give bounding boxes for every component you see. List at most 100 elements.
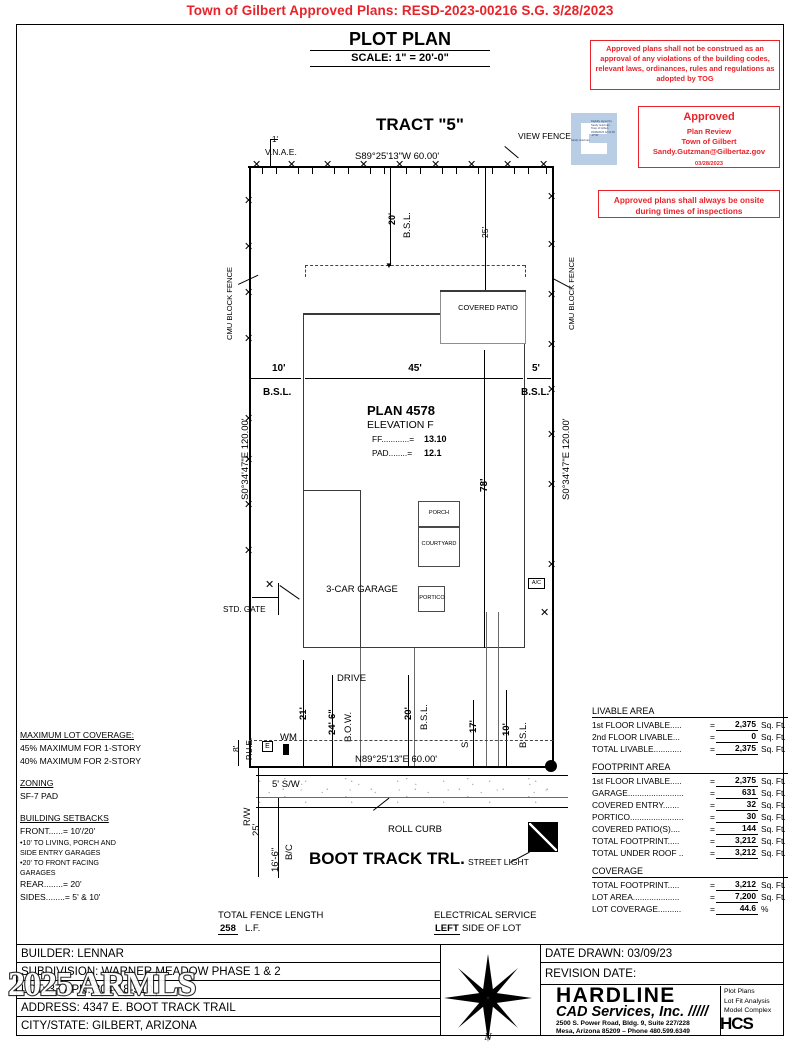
footprint-area-group: FOOTPRINT AREA 1st FLOOR LIVABLE..... = … <box>592 762 788 859</box>
approved-stamp: Approved Plan Review Town of Gilbert San… <box>638 106 780 168</box>
firm-monogram: HCS <box>720 1014 754 1033</box>
east-property-line <box>552 166 554 767</box>
left-setback-dimline <box>251 378 301 379</box>
firm-services: Plot Plans Lot Fit Analysis Model Comple… <box>724 987 771 1016</box>
watermark-text: 2025 ARMLS <box>7 965 198 1004</box>
living-setback-dim: 17' <box>468 720 479 733</box>
area-table: LIVABLE AREA 1st FLOOR LIVABLE..... = 2,… <box>592 706 788 922</box>
row-value: 2,375 <box>716 774 758 787</box>
drive-edge-right <box>414 648 416 768</box>
pue-label: P.U.E. <box>245 737 254 760</box>
row-unit: Sq. Ft. <box>761 892 786 902</box>
garage-setback-dim: 20' <box>403 707 414 720</box>
row-value: 32 <box>716 798 758 811</box>
living-setback-dimline <box>473 700 474 766</box>
electric-box: E <box>262 741 273 752</box>
bc-dim: 16'-6" <box>270 847 281 872</box>
garage-setback-dimline <box>408 675 409 768</box>
approved-line3: Sandy.Gutzman@Gilbertaz.gov <box>652 147 766 157</box>
vnae-leader-tick <box>270 139 278 140</box>
north-arrow-icon: N <box>444 954 532 1043</box>
row-label: LOT COVERAGE.......... <box>592 904 682 914</box>
gate-post <box>278 583 279 615</box>
row-label: LOT AREA.................... <box>592 892 680 902</box>
south-bearing-label: N89°25'13"E 60.00' <box>355 754 438 765</box>
portico-label: PORTICO <box>419 595 445 601</box>
row-value: 2,375 <box>716 742 758 755</box>
row-label: COVERED ENTRY....... <box>592 800 680 810</box>
table-row: 1st FLOOR LIVABLE..... = 2,375 Sq. Ft. <box>592 719 788 731</box>
std-gate-label: STD. GATE <box>223 605 266 614</box>
table-row: TOTAL FOOTPRINT..... = 3,212 Sq. Ft. <box>592 835 788 847</box>
equals-sign: = <box>710 800 715 810</box>
right-setback-label: B.S.L. <box>521 387 550 398</box>
portico-area <box>418 586 445 612</box>
electrical-value: LEFT <box>434 923 460 935</box>
disclaimer-stamp: Approved plans shall not be construed as… <box>590 40 780 90</box>
row-label: TOTAL LIVABLE............ <box>592 744 682 754</box>
firm-name: HARDLINE <box>556 984 676 1007</box>
row-dim: 25' <box>251 823 262 836</box>
garage-label: 3-CAR GARAGE <box>326 584 398 595</box>
table-row: GARAGE........................ = 631 Sq.… <box>592 787 788 799</box>
pad-value: 12.1 <box>424 448 442 458</box>
elevation-label: ELEVATION F <box>367 419 434 431</box>
firm-logo: HARDLINE CAD Services, Inc. ///// 2500 S… <box>556 984 784 1036</box>
roll-curb-label: ROLL CURB <box>388 824 443 835</box>
digital-signature-block: Digitally signed by Sandy Gutzman, Town … <box>571 113 617 165</box>
house-top-left-edge <box>303 313 440 315</box>
row-unit: % <box>761 904 769 914</box>
right-setback-dim: 5' <box>532 363 540 374</box>
row-unit: Sq. Ft. <box>761 720 786 730</box>
setback-front-note-1: •10' TO LIVING, PORCH AND <box>20 838 116 847</box>
north-bearing-label: S89°25'13"W 60.00' <box>355 151 440 162</box>
pad-label: PAD........= <box>372 448 413 458</box>
house-depth-dim: 78' <box>479 478 490 492</box>
address-field: ADDRESS: 4347 E. BOOT TRACK TRAIL <box>21 1002 236 1014</box>
rear-bsl-dim: 20' <box>387 212 397 225</box>
left-setback-label: B.S.L. <box>263 387 292 398</box>
walkway-edge-right <box>498 612 500 768</box>
ten-setback-label: B.S.L. <box>518 722 529 748</box>
drive-edge-left <box>360 648 362 768</box>
ten-setback-dim: 10' <box>501 723 512 736</box>
date-drawn-field: DATE DRAWN: 03/09/23 <box>545 948 673 960</box>
row-dim-line <box>258 767 259 877</box>
house-width-dim: 45' <box>408 363 422 374</box>
right-setback-dimline <box>527 378 551 379</box>
cmu-fence-left-label: CMU BLOCK FENCE <box>225 267 234 340</box>
rear-setback-line <box>305 265 525 266</box>
lot-apn-field: LOT: 37 APN: 304-18-510 <box>21 984 153 996</box>
north-letter: N <box>483 1031 492 1043</box>
west-property-line <box>249 166 251 767</box>
table-row: LOT AREA.................... = 7,200 Sq.… <box>592 891 788 903</box>
zoning-heading: ZONING <box>20 778 54 788</box>
row-label: TOTAL FOOTPRINT..... <box>592 880 680 890</box>
row-unit: Sq. Ft. <box>761 836 786 846</box>
bow-dim: 24'-6" <box>327 709 338 735</box>
row-value: 44.6 <box>716 902 758 915</box>
drive-dim-line <box>303 660 304 768</box>
builder-field: BUILDER: LENNAR <box>21 948 124 960</box>
drive-label: DRIVE <box>337 673 367 684</box>
setback-front-note-2b: GARAGES <box>20 868 56 877</box>
setback-front-note-2: •20' TO FRONT FACING <box>20 858 99 867</box>
coverage-heading: COVERAGE <box>592 866 788 878</box>
property-corner-marker <box>545 760 557 772</box>
row-unit: Sq. Ft. <box>761 732 786 742</box>
bow-label: B.O.W. <box>343 711 354 742</box>
scale-label: SCALE: 1" = 20'-0" <box>310 52 490 67</box>
approved-line2: Town of Gilbert <box>681 137 737 147</box>
row-value: 144 <box>716 822 758 835</box>
courtyard-label: COURTYARD <box>421 541 457 547</box>
equals-sign: = <box>710 720 715 730</box>
setback-front-note-1b: SIDE ENTRY GARAGES <box>20 848 101 857</box>
ff-label: FF............= <box>372 434 415 444</box>
roll-curb-line <box>256 807 568 809</box>
row-unit: Sq. Ft. <box>761 800 786 810</box>
equals-sign: = <box>710 836 715 846</box>
row-label: GARAGE........................ <box>592 788 684 798</box>
approval-banner: Town of Gilbert Approved Plans: RESD-202… <box>186 3 614 18</box>
row-label: TOTAL FOOTPRINT..... <box>592 836 680 846</box>
